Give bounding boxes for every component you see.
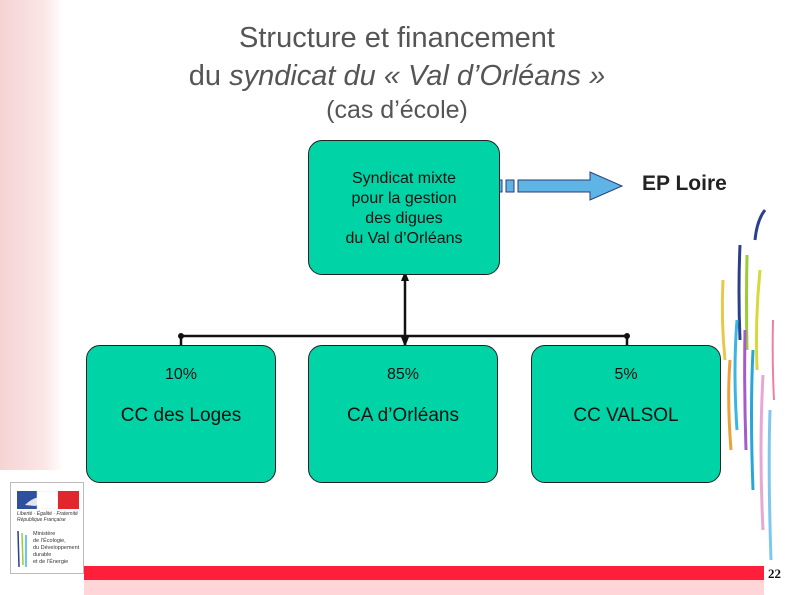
- title-line-3: (cas d’école): [326, 96, 468, 124]
- title-line-2: du syndicat du « Val d’Orléans »: [0, 58, 794, 94]
- member-box-ca-orleans: 85% CA d’Orléans: [308, 345, 498, 483]
- member-box-cc-des-loges: 10% CC des Loges: [86, 345, 276, 483]
- logo-country-text: République Française: [17, 517, 66, 523]
- logo-motto: Liberté · Égalité · Fraternité Républiqu…: [17, 511, 81, 523]
- right-junction-dot: [624, 333, 630, 339]
- left-junction-dot: [178, 333, 184, 339]
- syndicat-line-2: pour la gestion: [351, 190, 457, 207]
- ministry-logo: Liberté · Égalité · Fraternité Républiqu…: [10, 482, 84, 574]
- ministry-line: du Développement: [33, 545, 80, 551]
- left-decorative-band: [0, 0, 63, 470]
- title-line-1: Structure et financement: [239, 22, 555, 54]
- title-line-2-italic: syndicat du « Val d’Orléans »: [229, 60, 606, 92]
- member-box-cc-valsol: 5% CC VALSOL: [531, 345, 721, 483]
- member-share: 10%: [164, 366, 198, 383]
- syndicat-mixte-label: Syndicat mixte pour la gestion des digue…: [309, 169, 499, 249]
- title-line-2-prefix: du: [188, 60, 230, 92]
- ep-loire-label: EP Loire: [642, 172, 727, 195]
- syndicat-line-4: du Val d’Orléans: [345, 230, 463, 247]
- connector-arrowhead-up: [401, 271, 409, 281]
- brand-stripes-decoration: [720, 209, 775, 561]
- member-share: 5%: [614, 366, 638, 383]
- syndicat-mixte-box: Syndicat mixte pour la gestion des digue…: [308, 140, 500, 275]
- logo-motto-text: Liberté · Égalité · Fraternité: [17, 511, 78, 517]
- logo-ministry: Ministère de l’Écologie, du Développemen…: [33, 531, 83, 566]
- ministry-line: Ministère: [33, 531, 56, 537]
- syndicat-line-3: des digues: [365, 210, 443, 227]
- ministry-line: de l’Écologie,: [33, 538, 66, 544]
- footer-light-bar: [84, 580, 764, 595]
- marianne-flag-icon: [17, 491, 79, 509]
- arrow-body: [517, 171, 624, 201]
- member-name: CA d’Orléans: [347, 405, 459, 426]
- member-name: CC des Loges: [120, 405, 242, 426]
- page-number: 22: [768, 566, 781, 581]
- ministry-line: et de l’Énergie: [33, 559, 69, 565]
- logo-stripes-icon: [17, 530, 27, 568]
- connector-arrowhead-down: [401, 337, 409, 347]
- member-name: CC VALSOL: [573, 405, 679, 426]
- member-share: 85%: [386, 366, 420, 383]
- ep-loire-arrow: [496, 171, 624, 201]
- ministry-line: durable: [33, 552, 52, 558]
- syndicat-line-1: Syndicat mixte: [351, 170, 457, 187]
- footer-red-bar: [84, 566, 764, 580]
- arrow-tail-segment-2: [505, 179, 515, 193]
